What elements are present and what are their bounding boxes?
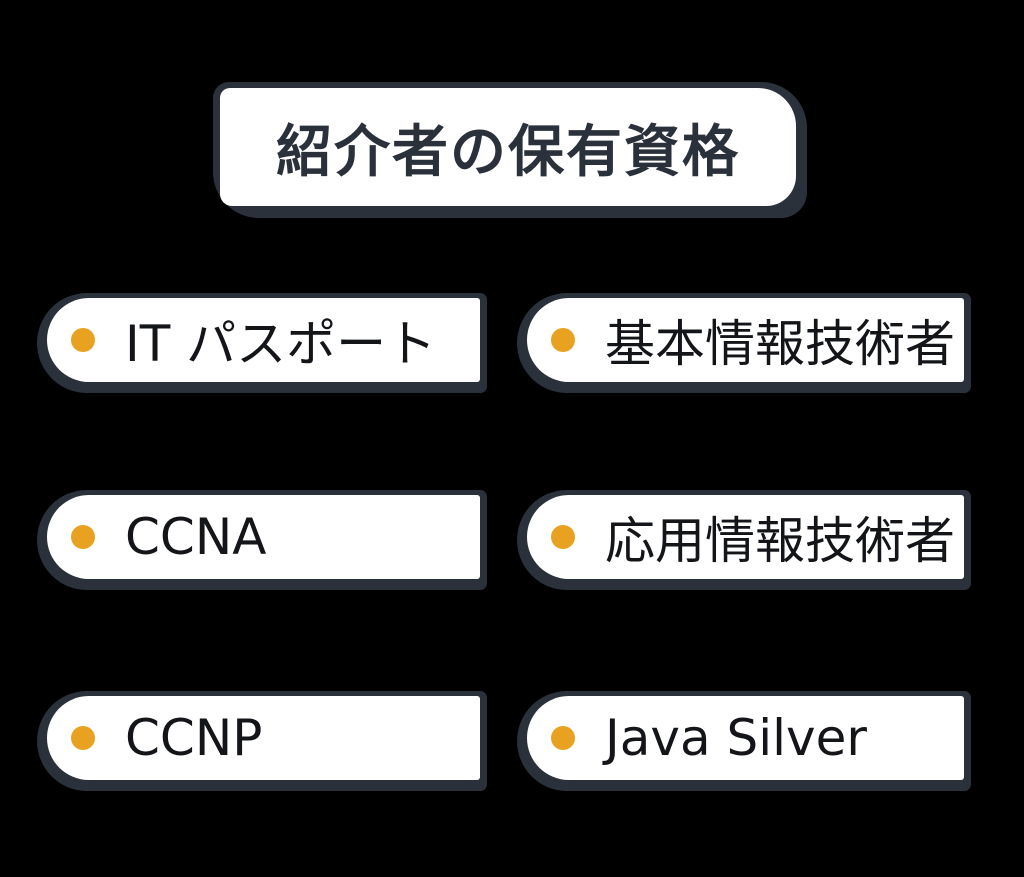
qualification-label: Java Silver: [605, 709, 867, 767]
qualification-pill-card: CCNA: [47, 495, 480, 579]
qualification-pill-card: CCNP: [47, 696, 480, 780]
bullet-dot-icon: [551, 525, 575, 549]
qualification-pill: 基本情報技術者: [517, 293, 971, 393]
qualification-pill: CCNA: [37, 490, 487, 590]
qualification-pill: IT パスポート: [37, 293, 487, 393]
title-box-card: 紹介者の保有資格: [220, 88, 796, 206]
title-box: 紹介者の保有資格: [213, 82, 807, 218]
qualification-label: 応用情報技術者: [605, 512, 955, 570]
qualification-pill: Java Silver: [517, 691, 971, 791]
page-title: 紹介者の保有資格: [276, 119, 740, 185]
qualification-pill-card: 基本情報技術者: [527, 298, 964, 382]
qualification-pill-card: Java Silver: [527, 696, 964, 780]
bullet-dot-icon: [551, 328, 575, 352]
bullet-dot-icon: [71, 525, 95, 549]
qualification-label: IT パスポート: [125, 315, 437, 373]
qualification-label: CCNA: [125, 508, 267, 566]
qualification-pill-card: IT パスポート: [47, 298, 480, 382]
qualification-label: CCNP: [125, 709, 263, 767]
qualification-label: 基本情報技術者: [605, 315, 955, 373]
qualification-pill: CCNP: [37, 691, 487, 791]
qualification-pill-card: 応用情報技術者: [527, 495, 964, 579]
bullet-dot-icon: [71, 328, 95, 352]
bullet-dot-icon: [551, 726, 575, 750]
qualification-pill: 応用情報技術者: [517, 490, 971, 590]
bullet-dot-icon: [71, 726, 95, 750]
